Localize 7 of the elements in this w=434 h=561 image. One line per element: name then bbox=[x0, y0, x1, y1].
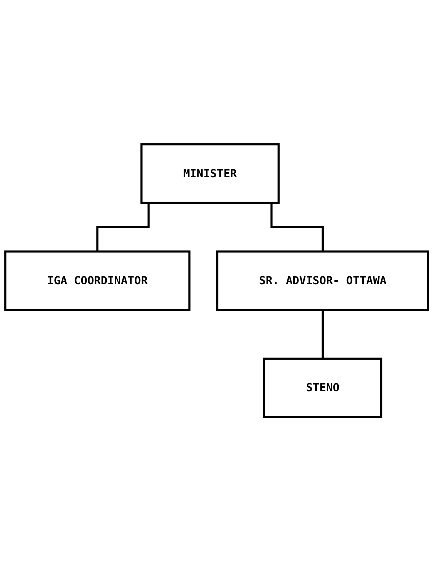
connector bbox=[322, 310, 324, 360]
node-box: IGA COORDINATOR bbox=[4, 250, 191, 311]
node-box: MINISTER bbox=[140, 143, 280, 204]
node-box: STENO bbox=[263, 357, 383, 418]
connector bbox=[270, 202, 324, 252]
connector bbox=[96, 202, 150, 252]
node-box: SR. ADVISOR- OTTAWA bbox=[216, 250, 430, 311]
